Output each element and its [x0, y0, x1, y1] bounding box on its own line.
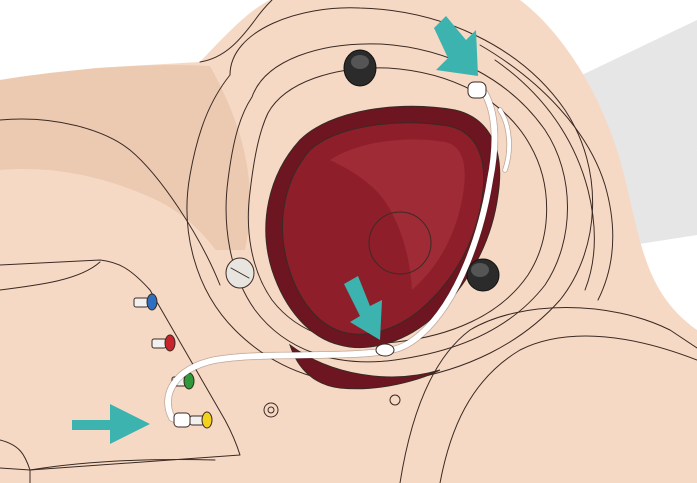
knob-right-cap	[471, 263, 489, 277]
tube-cavity-entry	[376, 344, 394, 356]
tube-top-connector	[468, 82, 486, 98]
knob-top-cap	[351, 55, 369, 69]
tube-port-connector	[174, 413, 190, 427]
